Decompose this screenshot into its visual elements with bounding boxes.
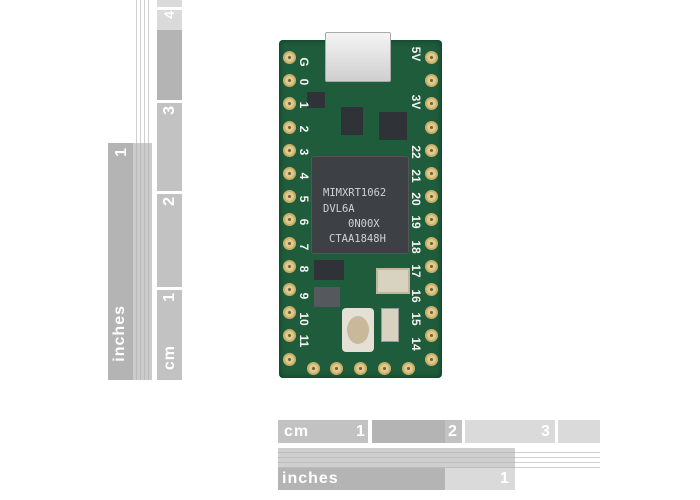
cm-mark-1: 1 bbox=[161, 292, 178, 302]
pin-label-left: 7 bbox=[297, 243, 311, 251]
cm-label: cm bbox=[161, 345, 178, 371]
pin-pad bbox=[425, 167, 438, 180]
pin-pad bbox=[425, 329, 438, 343]
cm-mark-1: 1 bbox=[356, 423, 366, 440]
ic-small bbox=[307, 92, 325, 108]
pin-label-left: 8 bbox=[297, 265, 311, 273]
pin-label-left: 4 bbox=[297, 172, 311, 180]
inches-bar bbox=[278, 468, 445, 490]
pin-pad bbox=[425, 74, 438, 88]
cm-mark-4: 4 bbox=[161, 10, 177, 19]
regulator bbox=[341, 107, 363, 135]
pin-label-right: 17 bbox=[409, 264, 423, 278]
pin-label-right: 3V bbox=[409, 94, 423, 110]
pin-label-left: 6 bbox=[297, 218, 311, 226]
pin-pad bbox=[283, 329, 296, 343]
microcontroller-board: MIMXRT1062 DVL6A 0N00X CTAA1848H G 0 1 2 3 4 5… bbox=[279, 32, 442, 378]
cm-mark-2: 2 bbox=[161, 196, 178, 206]
pin-pad bbox=[283, 283, 296, 296]
pin-pad bbox=[425, 352, 438, 366]
processor-chip: MIMXRT1062 DVL6A 0N00X CTAA1848H bbox=[312, 157, 408, 253]
pin-pad bbox=[283, 120, 296, 134]
pin-label-right: 5V bbox=[409, 46, 423, 62]
pin-label-right: 16 bbox=[409, 289, 423, 303]
pin-pad bbox=[354, 362, 368, 375]
pin-pad bbox=[425, 97, 438, 111]
pin-pad bbox=[283, 190, 296, 204]
pin-pad bbox=[425, 120, 438, 134]
chip-text-line: DVL6A bbox=[323, 203, 355, 215]
pin-label-left: 0 bbox=[297, 78, 311, 86]
chip-text-line: CTAA1848H bbox=[329, 233, 386, 245]
chip-text-line: MIMXRT1062 bbox=[323, 187, 387, 199]
pin-pad bbox=[425, 236, 438, 250]
crystal-small bbox=[381, 308, 399, 342]
ic-small bbox=[379, 112, 407, 140]
pin-pad bbox=[330, 362, 344, 375]
inductor bbox=[314, 287, 340, 307]
cm-mark-3: 3 bbox=[541, 423, 551, 440]
pin-pad bbox=[283, 167, 296, 180]
pin-pad bbox=[425, 51, 438, 64]
inch-mark-1: 1 bbox=[113, 147, 130, 157]
pin-pad bbox=[283, 213, 296, 227]
pin-pad bbox=[425, 190, 438, 204]
usb-connector bbox=[325, 32, 391, 82]
pin-pad bbox=[283, 143, 296, 157]
pin-pad bbox=[425, 213, 438, 227]
cm-mark-2: 2 bbox=[448, 423, 458, 440]
cm-mark-3: 3 bbox=[161, 105, 178, 115]
program-button[interactable] bbox=[342, 308, 374, 352]
pin-label-right: 18 bbox=[409, 240, 423, 254]
pin-label-left: 5 bbox=[297, 195, 311, 203]
pin-label-right: 21 bbox=[409, 169, 423, 183]
pin-label-right: 22 bbox=[409, 145, 423, 159]
pin-pad bbox=[283, 51, 296, 64]
pin-label-left: 2 bbox=[297, 125, 311, 133]
pin-label-left: 1 bbox=[297, 101, 311, 109]
inches-label: inches bbox=[111, 305, 128, 362]
pin-pad bbox=[377, 362, 391, 375]
pin-pad bbox=[283, 236, 296, 250]
inch-mark-1: 1 bbox=[500, 470, 510, 487]
vertical-ruler: inches 1 cm 1 2 3 4 bbox=[108, 0, 184, 380]
pin-pad bbox=[425, 259, 438, 273]
pin-label-right: 14 bbox=[409, 337, 423, 351]
pin-label-left: 9 bbox=[297, 292, 311, 300]
flash-chip bbox=[314, 260, 344, 280]
pin-pad bbox=[425, 306, 438, 320]
pin-label-left: 3 bbox=[297, 148, 311, 156]
inches-label: inches bbox=[282, 470, 339, 487]
pin-label-left: 11 bbox=[297, 334, 311, 348]
pin-pad bbox=[401, 362, 415, 375]
pin-label-right: 15 bbox=[409, 312, 423, 326]
pin-pad bbox=[283, 306, 296, 320]
cm-label: cm bbox=[284, 423, 310, 440]
pin-pad bbox=[425, 283, 438, 296]
inches-bar bbox=[108, 143, 133, 380]
pin-pad bbox=[425, 143, 438, 157]
pin-label-left: 10 bbox=[297, 312, 311, 326]
pin-pad bbox=[283, 74, 296, 88]
horizontal-ruler: cm 1 2 3 inches 1 bbox=[278, 420, 600, 490]
pin-label-right: 20 bbox=[409, 192, 423, 206]
pin-pad bbox=[283, 259, 296, 273]
pin-pad bbox=[283, 352, 296, 366]
crystal bbox=[376, 268, 410, 294]
pin-label-right: 19 bbox=[409, 215, 423, 229]
pin-label-left: G bbox=[297, 57, 311, 67]
chip-text-line: 0N00X bbox=[348, 218, 380, 230]
pin-pad bbox=[283, 97, 296, 111]
pin-pad bbox=[306, 362, 320, 375]
